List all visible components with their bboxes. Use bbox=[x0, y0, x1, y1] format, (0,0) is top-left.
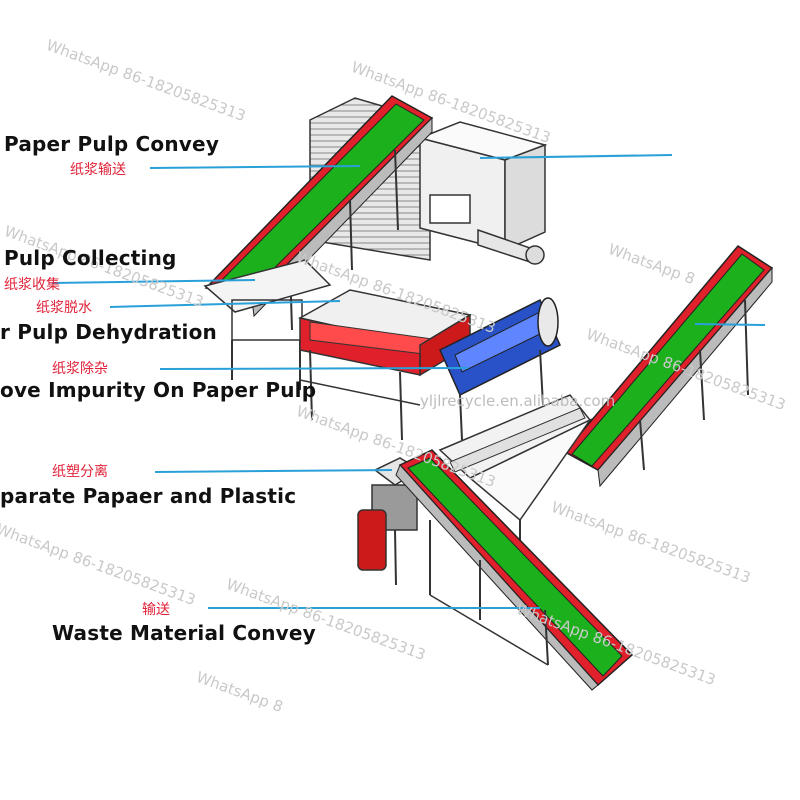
label-impurity-en: ove Impurity On Paper Pulp bbox=[0, 378, 317, 402]
label-impurity-cn: 纸浆除杂 bbox=[52, 361, 108, 377]
waste-conveyor bbox=[395, 449, 634, 691]
label-pulp-dehydration-cn: 纸浆脱水 bbox=[36, 300, 92, 316]
label-pulp-convey-cn: 纸浆输送 bbox=[70, 162, 126, 178]
separator-trough bbox=[438, 394, 593, 545]
callout-line-dehydration bbox=[109, 300, 341, 308]
label-pulp-collecting-en: Pulp Collecting bbox=[4, 246, 177, 270]
callout-line-right-conveyor bbox=[694, 323, 766, 326]
callout-line-collecting bbox=[51, 279, 256, 284]
callout-line-pulp-convey bbox=[149, 165, 361, 169]
dehydration-machine bbox=[297, 289, 473, 441]
label-waste-convey-en: Waste Material Convey bbox=[52, 621, 316, 645]
shredder-unit bbox=[357, 457, 422, 586]
callout-line-impurity bbox=[159, 367, 469, 370]
label-waste-convey-cn: 输送 bbox=[142, 602, 170, 618]
callout-lines bbox=[51, 154, 766, 609]
impurity-drum bbox=[439, 297, 561, 441]
label-pulp-collecting-cn: 纸浆收集 bbox=[4, 277, 60, 293]
label-separate-en: parate Papaer and Plastic bbox=[0, 484, 297, 508]
right-conveyor bbox=[563, 245, 774, 488]
label-pulp-dehydration-en: r Pulp Dehydration bbox=[0, 320, 217, 344]
callout-line-press bbox=[479, 154, 673, 159]
callout-line-separate bbox=[154, 469, 393, 473]
watermark-website: yljlrecycle.en.alibaba.com bbox=[420, 392, 616, 410]
label-separate-cn: 纸塑分离 bbox=[52, 464, 108, 480]
label-pulp-convey-en: Paper Pulp Convey bbox=[4, 132, 220, 156]
